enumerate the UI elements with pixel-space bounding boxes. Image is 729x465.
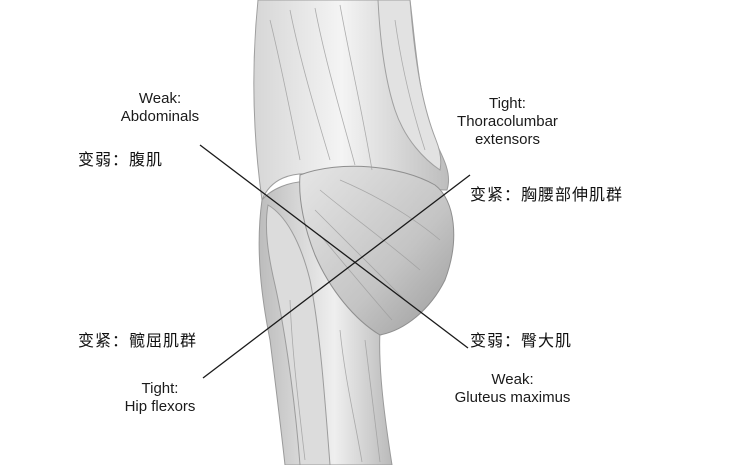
- label-line: Thoracolumbar: [457, 113, 558, 130]
- label-chinese-hip-flexors: 变紧：髋屈肌群: [78, 331, 198, 350]
- label-line: Hip flexors: [124, 398, 196, 415]
- label-chinese-abdominals: 变弱：腹肌: [78, 150, 164, 169]
- muscle-fiber-texture: [269, 4, 441, 463]
- label-line: Abdominals: [120, 108, 200, 125]
- label-line: Weak:: [491, 371, 534, 388]
- thoracolumbar-muscle: [377, 0, 442, 171]
- label-tight-thoracolumbar: Tight: Thoracolumbar extensors: [440, 95, 575, 149]
- label-line: Tight:: [141, 380, 179, 397]
- hip-flexor-muscle: [265, 204, 331, 465]
- line-thoracolumbar-to-hip-flexors: [202, 174, 471, 379]
- label-line: Gluteus maximus: [454, 389, 571, 406]
- label-line: Tight:: [489, 95, 526, 112]
- line-abdominals-to-gluteus: [199, 144, 469, 349]
- label-line: extensors: [474, 131, 541, 148]
- label-tight-hip-flexors: Tight: Hip flexors: [100, 380, 220, 416]
- label-line: Weak:: [138, 90, 182, 107]
- label-chinese-gluteus: 变弱：臀大肌: [470, 331, 573, 350]
- label-weak-gluteus: Weak: Gluteus maximus: [440, 371, 585, 407]
- gluteus-maximus-muscle: [299, 165, 455, 336]
- label-weak-abdominals: Weak: Abdominals: [100, 90, 220, 126]
- label-chinese-thoracolumbar: 变紧：胸腰部伸肌群: [470, 185, 624, 204]
